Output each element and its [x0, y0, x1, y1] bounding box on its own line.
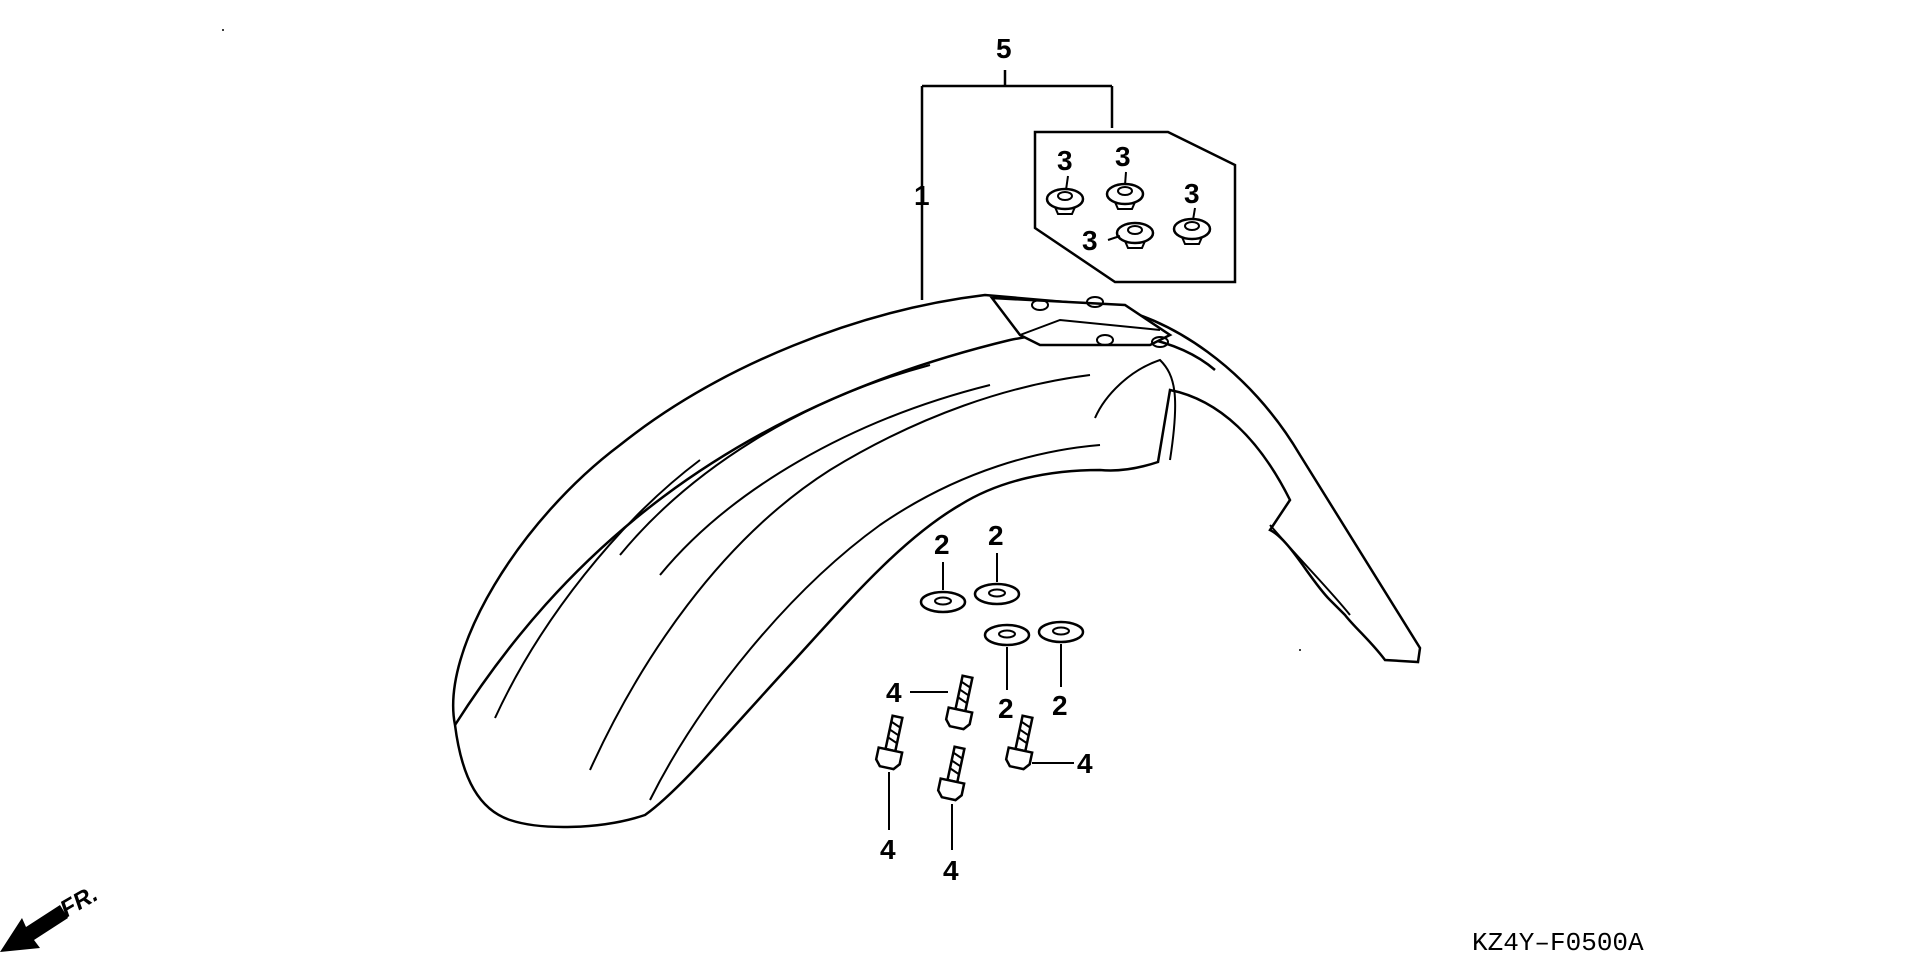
callout-washer-4: 2 — [1052, 690, 1068, 721]
front-direction-indicator: FR. — [0, 880, 102, 952]
washer — [983, 623, 1031, 647]
grommet-group: 3 3 3 3 — [1033, 130, 1237, 284]
callout-washer-3: 2 — [998, 693, 1014, 724]
callout-washer-2: 2 — [988, 520, 1004, 551]
callout-bolt-2: 4 — [1077, 748, 1093, 779]
callout-grommet-1: 3 — [1057, 145, 1073, 176]
bolt — [944, 674, 974, 731]
callout-washer-1: 2 — [934, 529, 950, 560]
grommet — [1105, 182, 1145, 210]
grommet — [1045, 187, 1085, 215]
callout-fender-assy: 5 — [996, 33, 1012, 64]
washer — [919, 590, 967, 614]
callout-grommet-2: 3 — [1115, 141, 1131, 172]
bolt — [936, 745, 966, 802]
bolt — [1004, 714, 1034, 771]
callout-fender: 1 — [914, 180, 930, 211]
assembly-bracket: 5 1 — [914, 33, 1114, 300]
arrow-icon — [0, 905, 68, 952]
speck — [222, 29, 224, 31]
callout-bolt-3: 4 — [880, 834, 896, 865]
speck — [1299, 649, 1301, 651]
drawing-code: KZ4Y–F0500A — [1472, 928, 1644, 958]
washer-group: 2 2 2 2 — [919, 520, 1085, 724]
bolt — [874, 714, 904, 771]
callout-grommet-4: 3 — [1082, 225, 1098, 256]
callout-bolt-4: 4 — [943, 855, 959, 886]
grommet — [1115, 221, 1155, 249]
washer — [973, 582, 1021, 606]
washer — [1037, 620, 1085, 644]
callout-bolt-1: 4 — [886, 677, 902, 708]
bolt-group: 4 4 4 4 — [874, 674, 1093, 886]
callout-grommet-3: 3 — [1184, 178, 1200, 209]
front-fender — [452, 293, 1422, 829]
grommet — [1172, 217, 1212, 245]
